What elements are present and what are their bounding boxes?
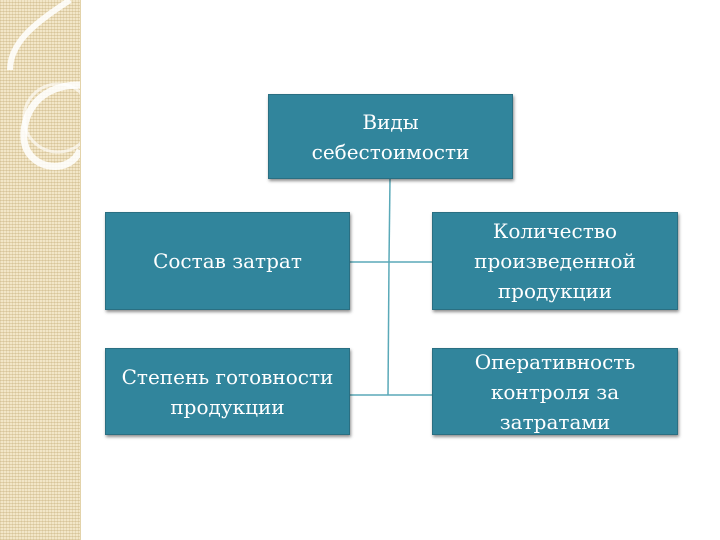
decorative-side-strip xyxy=(0,0,81,540)
child-node-cost-composition: Состав затрат xyxy=(105,212,350,310)
connector-trunk-upper xyxy=(388,178,391,263)
root-node-cost-types: Виды себестоимости xyxy=(268,94,513,179)
root-node-label: Виды себестоимости xyxy=(311,109,470,164)
child-node-output-quantity: Количество произведенной продукции xyxy=(432,212,678,310)
child-node-label: Состав затрат xyxy=(153,249,302,273)
child-node-product-readiness: Степень готовности продукции xyxy=(105,348,350,435)
child-node-label: Количество произведенной продукции xyxy=(474,219,636,303)
child-node-label: Степень готовности продукции xyxy=(121,364,334,419)
connector-trunk-lower xyxy=(387,261,390,396)
child-node-cost-control-speed: Оперативность контроля за затратами xyxy=(432,348,678,435)
decorative-swirl-icon xyxy=(7,0,80,170)
child-node-label: Оперативность контроля за затратами xyxy=(474,349,636,434)
